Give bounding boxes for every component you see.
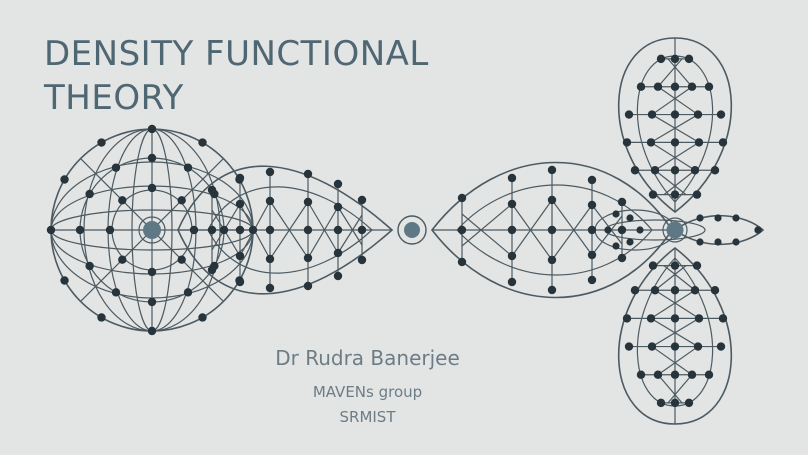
author-name: Dr Rudra Banerjee: [275, 346, 460, 370]
research-group: MAVENs group: [312, 383, 423, 401]
title-line-1: DENSITY FUNCTIONAL: [44, 34, 429, 74]
institution-name: SRMIST: [339, 408, 396, 426]
title-line-2: THEORY: [44, 78, 184, 118]
slide-title: DENSITY FUNCTIONAL THEORY: [44, 32, 429, 120]
